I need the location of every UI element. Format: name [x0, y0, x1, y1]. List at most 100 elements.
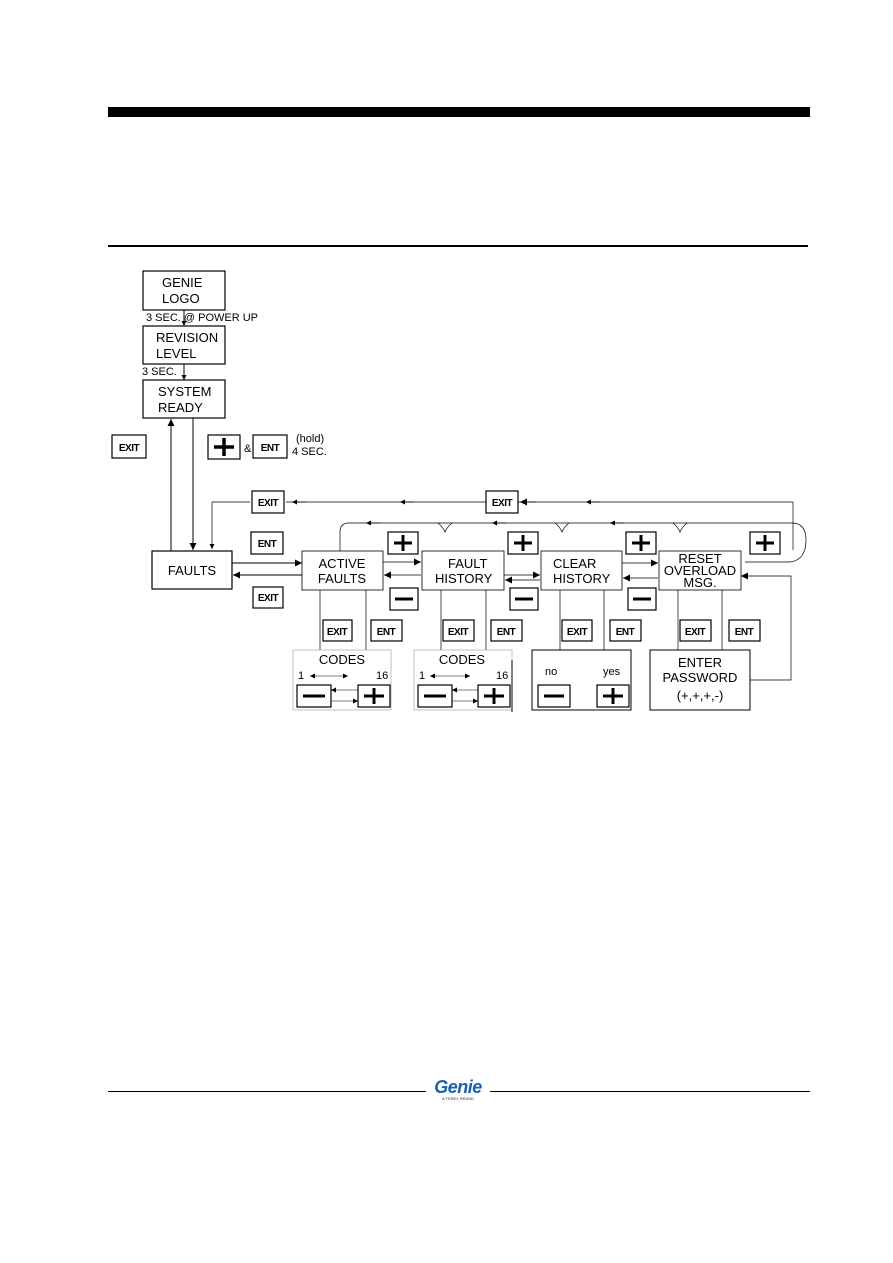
- plus-button-active[interactable]: [387, 531, 419, 555]
- node-clear-history: CLEAR HISTORY: [540, 550, 623, 591]
- node-system-ready-line1: SYSTEM: [158, 384, 211, 399]
- plus-icon: [484, 688, 504, 704]
- plus-icon: [214, 438, 234, 456]
- node-active-faults: ACTIVE FAULTS: [301, 550, 384, 591]
- plus-icon: [632, 535, 650, 551]
- header-rule-thick: [108, 107, 810, 117]
- panel-clear-yes-label: yes: [603, 666, 621, 678]
- exit-button-left-label: EXIT: [119, 443, 140, 454]
- ent-button-hold[interactable]: ENT: [252, 434, 288, 459]
- exit-button-reset[interactable]: EXIT: [679, 619, 712, 642]
- plus-button-reset[interactable]: [749, 531, 781, 555]
- plus-icon: [394, 535, 412, 551]
- ent-button-hold-label: ENT: [261, 443, 280, 454]
- node-enter-password-line3: (+,+,+,-): [677, 688, 724, 703]
- ent-button-history-label: ENT: [497, 627, 516, 638]
- node-active-faults-line2: FAULTS: [318, 571, 366, 586]
- ent-button-reset-label: ENT: [735, 627, 754, 638]
- node-faults: FAULTS: [151, 550, 233, 590]
- exit-button-clear-label: EXIT: [567, 627, 588, 638]
- node-genie-logo-line1: GENIE: [162, 275, 203, 290]
- exit-button-top-center[interactable]: EXIT: [485, 490, 519, 514]
- genie-logo-wordmark: Genie: [434, 1077, 482, 1097]
- minus-button-active-codes[interactable]: [296, 684, 332, 708]
- exit-button-top-center-label: EXIT: [492, 498, 513, 509]
- node-revision-level: REVISION LEVEL: [142, 325, 226, 365]
- plus-button-history[interactable]: [507, 531, 539, 555]
- ent-button-history[interactable]: ENT: [490, 619, 523, 642]
- node-active-faults-line1: ACTIVE: [319, 556, 366, 571]
- footer-rule-right: [490, 1091, 810, 1092]
- footer-rule-left: [108, 1091, 426, 1092]
- node-system-ready: SYSTEM READY: [142, 379, 226, 419]
- node-genie-logo-line2: LOGO: [162, 291, 200, 306]
- node-fault-history-line1: FAULT: [448, 556, 488, 571]
- label-ampersand: &: [244, 443, 252, 455]
- plus-button-history-codes[interactable]: [477, 684, 511, 708]
- plus-button-clear[interactable]: [625, 531, 657, 555]
- plus-icon: [514, 535, 532, 551]
- panel-history-code-max: 16: [496, 670, 508, 682]
- genie-logo: Genie A TEREX BRAND: [430, 1078, 486, 1104]
- node-reset-overload-line2: OVERLOAD: [664, 563, 736, 578]
- ent-button-reset[interactable]: ENT: [728, 619, 761, 642]
- panel-active-codes-title: CODES: [319, 652, 366, 667]
- plus-button-hold[interactable]: [207, 434, 241, 460]
- node-revision-level-line2: LEVEL: [156, 346, 196, 361]
- ent-button-clear[interactable]: ENT: [609, 619, 642, 642]
- node-genie-logo: GENIE LOGO: [142, 270, 226, 311]
- minus-button-history[interactable]: [389, 587, 419, 611]
- ent-button-faults[interactable]: ENT: [250, 531, 284, 555]
- node-fault-history: FAULT HISTORY: [421, 550, 505, 591]
- node-clear-history-line1: CLEAR: [553, 556, 596, 571]
- minus-button-reset[interactable]: [627, 587, 657, 611]
- plus-loop-path: [339, 522, 807, 563]
- node-revision-level-line1: REVISION: [156, 330, 218, 345]
- exit-button-reset-label: EXIT: [685, 627, 706, 638]
- ent-button-faults-label: ENT: [258, 539, 277, 550]
- exit-button-active[interactable]: EXIT: [322, 619, 353, 642]
- ent-button-active-label: ENT: [377, 627, 396, 638]
- yes-plus-button[interactable]: [596, 684, 630, 708]
- connector-lines: [319, 590, 723, 650]
- label-power-up: 3 SEC. @ POWER UP: [146, 312, 258, 324]
- panel-history-code-min: 1: [419, 670, 425, 682]
- no-minus-button[interactable]: [537, 684, 571, 708]
- panel-active-code-max: 16: [376, 670, 388, 682]
- node-fault-history-line2: HISTORY: [435, 571, 493, 586]
- panel-clear-no-label: no: [545, 666, 557, 678]
- node-enter-password-line1: ENTER: [678, 655, 722, 670]
- plus-loop-bump-2: [554, 522, 570, 533]
- arrow-password-to-reset: [741, 572, 792, 681]
- plus-button-active-codes[interactable]: [357, 684, 391, 708]
- plus-icon: [603, 688, 623, 704]
- minus-button-clear[interactable]: [509, 587, 539, 611]
- plus-loop-bump-1: [437, 522, 453, 533]
- label-hold: (hold): [296, 433, 324, 445]
- exit-button-left[interactable]: EXIT: [111, 434, 147, 459]
- minus-button-history-codes[interactable]: [417, 684, 453, 708]
- panel-history-codes-title: CODES: [439, 652, 486, 667]
- exit-button-top-left[interactable]: EXIT: [251, 490, 285, 514]
- node-enter-password-line2: PASSWORD: [663, 670, 738, 685]
- plus-loop-bump-3: [672, 522, 688, 533]
- ent-button-clear-label: ENT: [616, 627, 635, 638]
- exit-button-history-label: EXIT: [448, 627, 469, 638]
- genie-logo-subtitle: A TEREX BRAND: [442, 1096, 474, 1101]
- exit-button-history[interactable]: EXIT: [442, 619, 475, 642]
- ent-button-active[interactable]: ENT: [370, 619, 403, 642]
- exit-button-faults-label: EXIT: [258, 593, 279, 604]
- node-clear-history-line2: HISTORY: [553, 571, 611, 586]
- exit-button-faults[interactable]: EXIT: [252, 586, 284, 609]
- label-three-sec: 3 SEC.: [142, 366, 177, 378]
- node-system-ready-line2: READY: [158, 400, 203, 415]
- node-reset-overload-line1: RESET: [678, 551, 721, 566]
- node-reset-overload: RESET OVERLOAD MSG.: [658, 550, 742, 591]
- node-enter-password: ENTER PASSWORD (+,+,+,-): [649, 649, 751, 711]
- exit-button-active-label: EXIT: [327, 627, 348, 638]
- plus-icon: [364, 688, 384, 704]
- exit-button-clear[interactable]: EXIT: [561, 619, 593, 642]
- exit-button-top-left-label: EXIT: [258, 498, 279, 509]
- label-four-sec: 4 SEC.: [292, 446, 327, 458]
